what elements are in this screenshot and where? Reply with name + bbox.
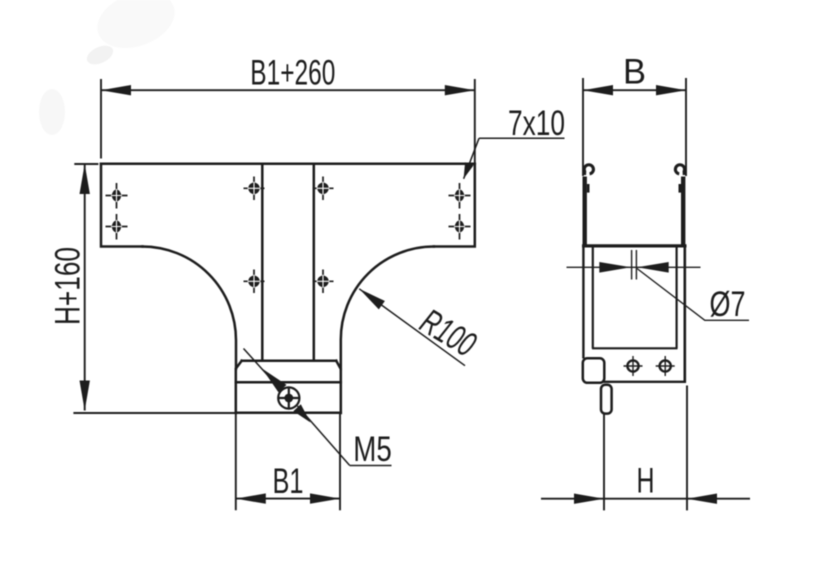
svg-text:B1: B1 (273, 461, 304, 501)
svg-text:H+160: H+160 (48, 247, 88, 325)
svg-text:H: H (637, 460, 655, 500)
svg-text:B1+260: B1+260 (250, 53, 335, 93)
svg-text:B: B (623, 52, 646, 92)
svg-text:M5: M5 (353, 429, 392, 469)
svg-text:Ø7: Ø7 (710, 284, 746, 324)
svg-text:7x10: 7x10 (508, 103, 565, 143)
